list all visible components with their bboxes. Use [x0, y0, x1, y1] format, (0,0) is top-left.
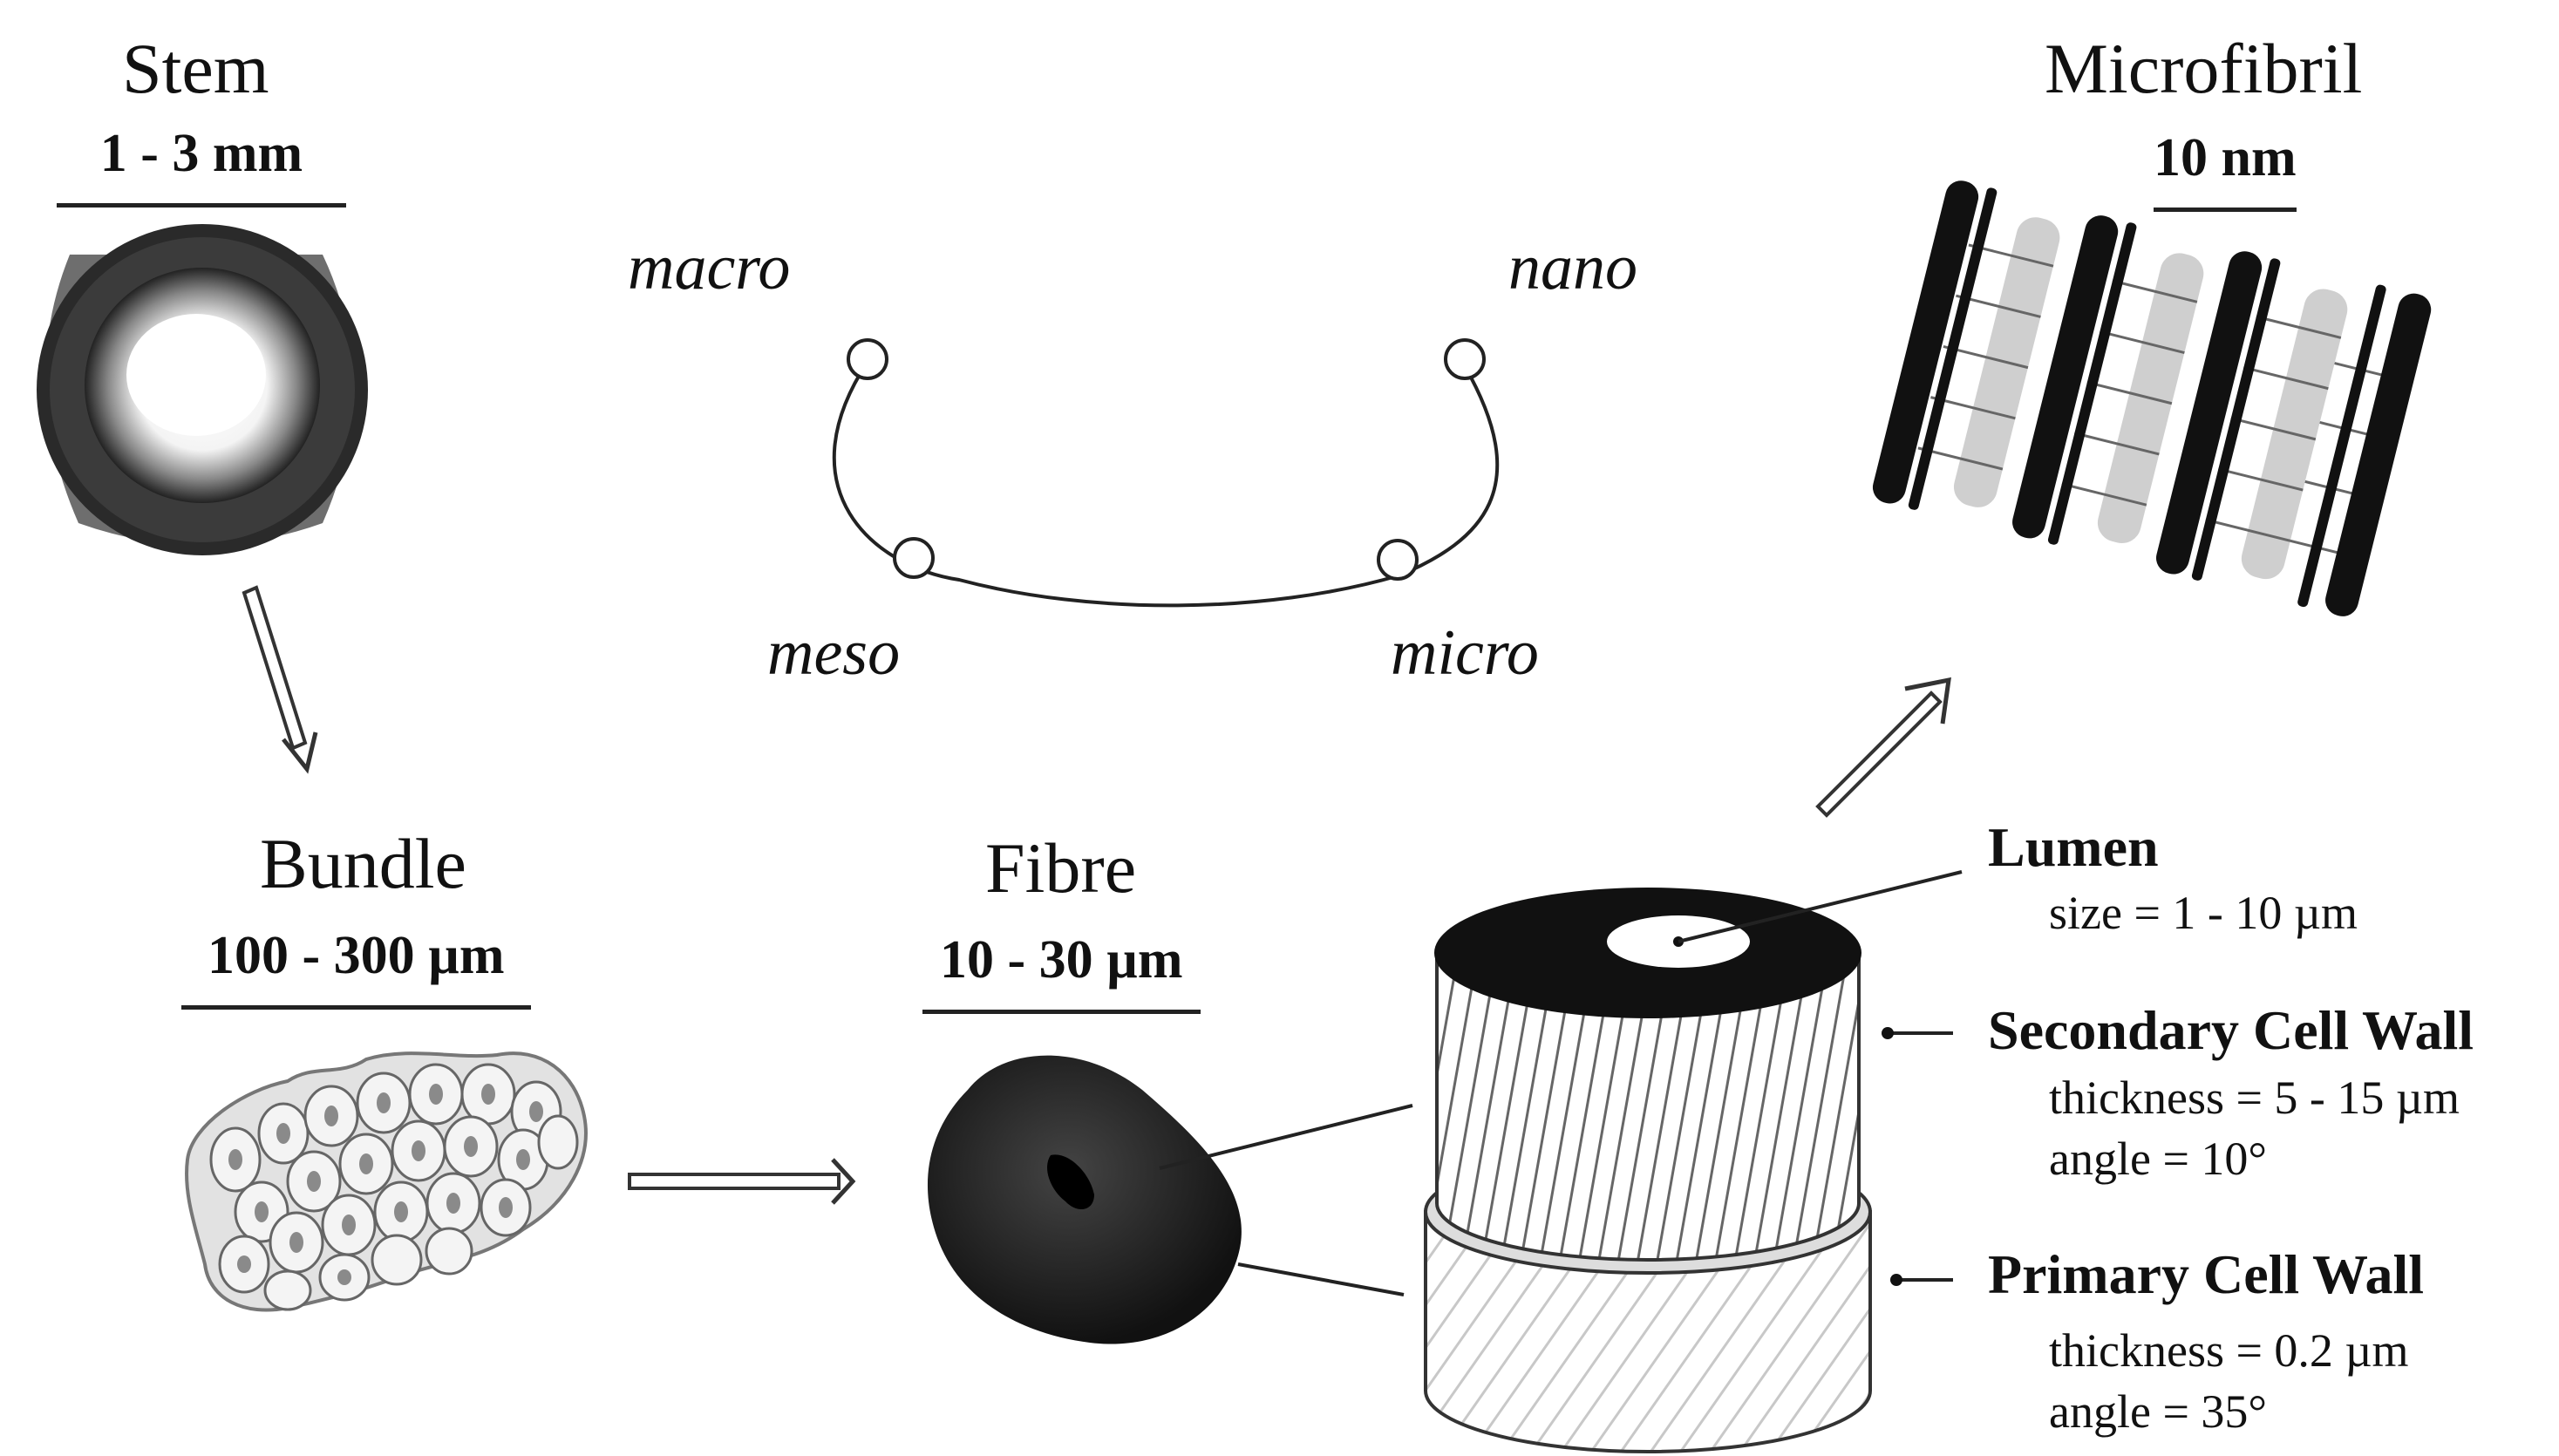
arrow-to-microfibril — [1815, 677, 1951, 818]
primary-wall-title: Primary Cell Wall — [1988, 1243, 2425, 1305]
scale-arc — [832, 338, 1500, 608]
arrow-stem-to-bundle — [242, 585, 318, 774]
cell-wall-callout-lines — [1678, 870, 1963, 1282]
nano-label: nano — [1508, 232, 1637, 303]
secondary-wall-title: Secondary Cell Wall — [1988, 999, 2474, 1061]
primary-wall-thickness: thickness = 0.2 µm — [2049, 1324, 2409, 1377]
microfibril-title: Microfibril — [2045, 29, 2363, 108]
stem-scale-label: 1 - 3 mm — [56, 126, 347, 208]
meso-label: meso — [767, 617, 901, 689]
microfibril-structure — [1872, 180, 2432, 616]
bundle-cells — [185, 1051, 588, 1312]
secondary-wall-angle: angle = 10° — [2049, 1133, 2267, 1185]
primary-wall-angle: angle = 35° — [2049, 1385, 2267, 1438]
lumen-title: Lumen — [1988, 816, 2159, 878]
fibre-scale-label: 10 - 30 µm — [922, 933, 1201, 1014]
micro-node — [1377, 539, 1419, 581]
stem-cross-section — [37, 224, 368, 555]
macro-label: macro — [628, 232, 791, 303]
fibre-title: Fibre — [985, 828, 1137, 908]
lumen-size: size = 1 - 10 µm — [2049, 887, 2358, 939]
arrow-bundle-to-fibre — [628, 1158, 856, 1205]
nano-node — [1444, 338, 1486, 380]
stem-title: Stem — [122, 29, 269, 108]
secondary-wall-thickness: thickness = 5 - 15 µm — [2049, 1072, 2460, 1124]
microfibril-scale-label: 10 nm — [2154, 131, 2297, 212]
bundle-title: Bundle — [260, 824, 466, 903]
macro-node — [847, 338, 888, 380]
fibre-scale: 10 - 30 µm — [922, 933, 1201, 1014]
bundle-scale-label: 100 - 300 µm — [181, 929, 531, 1010]
cell-wall-cylinder — [1424, 888, 1872, 1453]
stem-scale: 1 - 3 mm — [19, 126, 384, 208]
primary-wall-marker — [1890, 1274, 1902, 1286]
micro-label: micro — [1391, 617, 1539, 689]
microfibril-scale: 10 nm — [2154, 131, 2297, 212]
fibre-callout-lines — [1159, 1104, 1413, 1296]
meso-node — [893, 537, 935, 579]
fibre-cross-section — [927, 1055, 1242, 1344]
secondary-wall-marker — [1882, 1027, 1894, 1039]
bundle-scale: 100 - 300 µm — [181, 929, 531, 1010]
